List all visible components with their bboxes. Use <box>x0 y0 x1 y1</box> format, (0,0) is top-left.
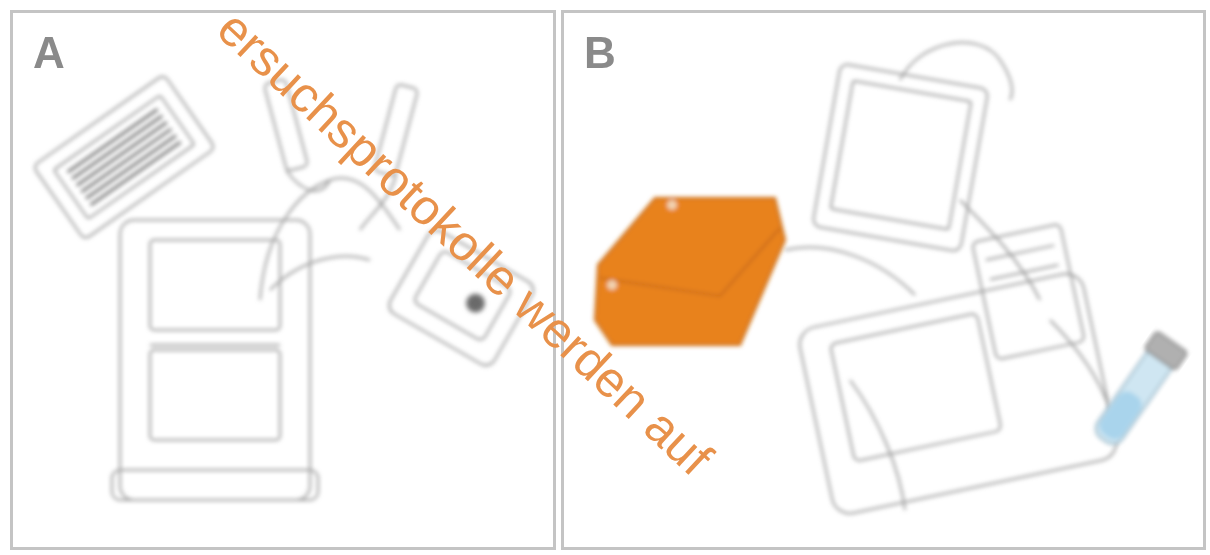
blurred-equipment <box>33 43 1120 517</box>
panel: B <box>561 10 1206 550</box>
panel-letter: A <box>33 31 65 75</box>
panel-letter: B <box>584 31 616 75</box>
sample-tube <box>1088 331 1188 451</box>
tablet <box>812 63 988 252</box>
orange-case <box>595 198 785 345</box>
housing <box>120 220 310 500</box>
base-device <box>786 222 1120 517</box>
grid-device <box>33 74 216 239</box>
watermark: ersuchsprotokolle werden auf <box>209 2 721 484</box>
